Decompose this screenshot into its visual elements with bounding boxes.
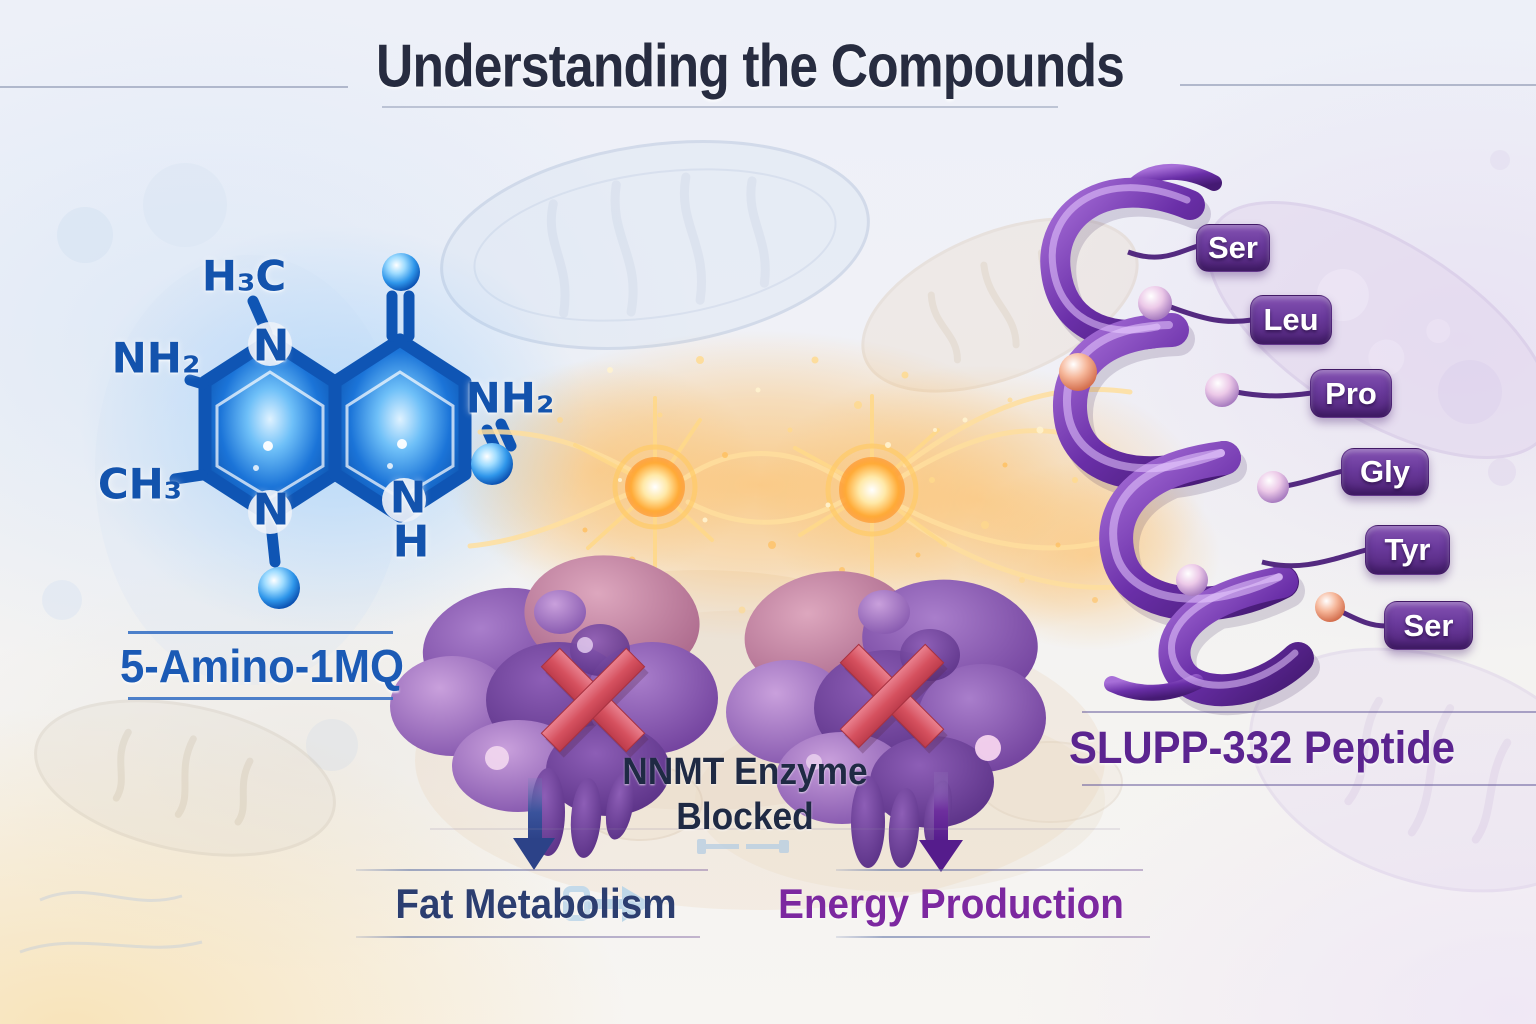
residue-label: Leu [1263, 302, 1319, 337]
residue-badge-ser1: Ser [1196, 224, 1270, 272]
blocked-x-icon-left [540, 647, 649, 758]
methyl-top-label: H₃C [201, 251, 287, 301]
page-title: Understanding the Compounds [376, 32, 1125, 100]
outcome-right-rule-bottom [836, 936, 1150, 938]
compound1-rule-top [128, 631, 393, 634]
residue-label: Ser [1208, 230, 1258, 265]
right-arrow-icon [563, 886, 652, 922]
compound-left-name: 5-Amino-1MQ [119, 640, 405, 692]
molecule-structure [80, 225, 590, 635]
amino-right-label: NH₂ [465, 373, 555, 423]
residue-label: Tyr [1384, 532, 1431, 567]
nitrogen-top-label: N [252, 320, 290, 372]
amino-left-label: NH₂ [111, 333, 201, 383]
outcome-left-rule-top [356, 869, 708, 871]
residue-badge-tyr: Tyr [1365, 525, 1450, 575]
outcome-fat-metabolism: Fat Metabolism [395, 880, 677, 927]
residue-badge-pro: Pro [1310, 369, 1392, 418]
energy-burst-icon [467, 356, 1138, 623]
barbell-icon [697, 839, 789, 854]
ring-nitrogen-label: N [389, 472, 427, 524]
compound2-rule-bottom [1082, 784, 1536, 786]
down-arrow-purple-icon [919, 772, 963, 872]
background-squiggle [19, 890, 203, 954]
title-rule-left [0, 86, 348, 88]
outcome-right-rule-top [836, 869, 1143, 871]
residue-label: Gly [1360, 454, 1410, 489]
atom-sphere [258, 253, 513, 609]
outcome-energy-production: Energy Production [778, 880, 1124, 927]
helix-ribbon [1040, 163, 1387, 716]
residue-label: Pro [1325, 375, 1377, 411]
residue-label: Ser [1403, 607, 1454, 643]
residue-badge-ser2: Ser [1384, 601, 1473, 650]
ring-hydrogen-label: H [392, 516, 430, 568]
nitrogen-bottom-label: N [252, 484, 290, 536]
outcome-left-rule-bottom [356, 936, 700, 938]
title-underline [382, 106, 1058, 108]
residue-badge-gly: Gly [1341, 448, 1429, 496]
title-rule-right [1180, 84, 1536, 86]
residue-connectors [1127, 243, 1387, 629]
enzyme-status-label: NNMT Enzyme Blocked [622, 751, 868, 838]
down-arrow-blue-icon [513, 778, 555, 870]
compound-right-name: SLUPP-332 Peptide [1068, 722, 1456, 773]
blocked-x-icon-right [839, 643, 948, 754]
compound1-rule-bottom [128, 697, 393, 700]
residue-pearl [1059, 286, 1345, 622]
compound2-rule-top [1082, 711, 1536, 713]
residue-badge-leu: Leu [1250, 295, 1332, 345]
methyl-left-label: CH₃ [97, 459, 183, 509]
